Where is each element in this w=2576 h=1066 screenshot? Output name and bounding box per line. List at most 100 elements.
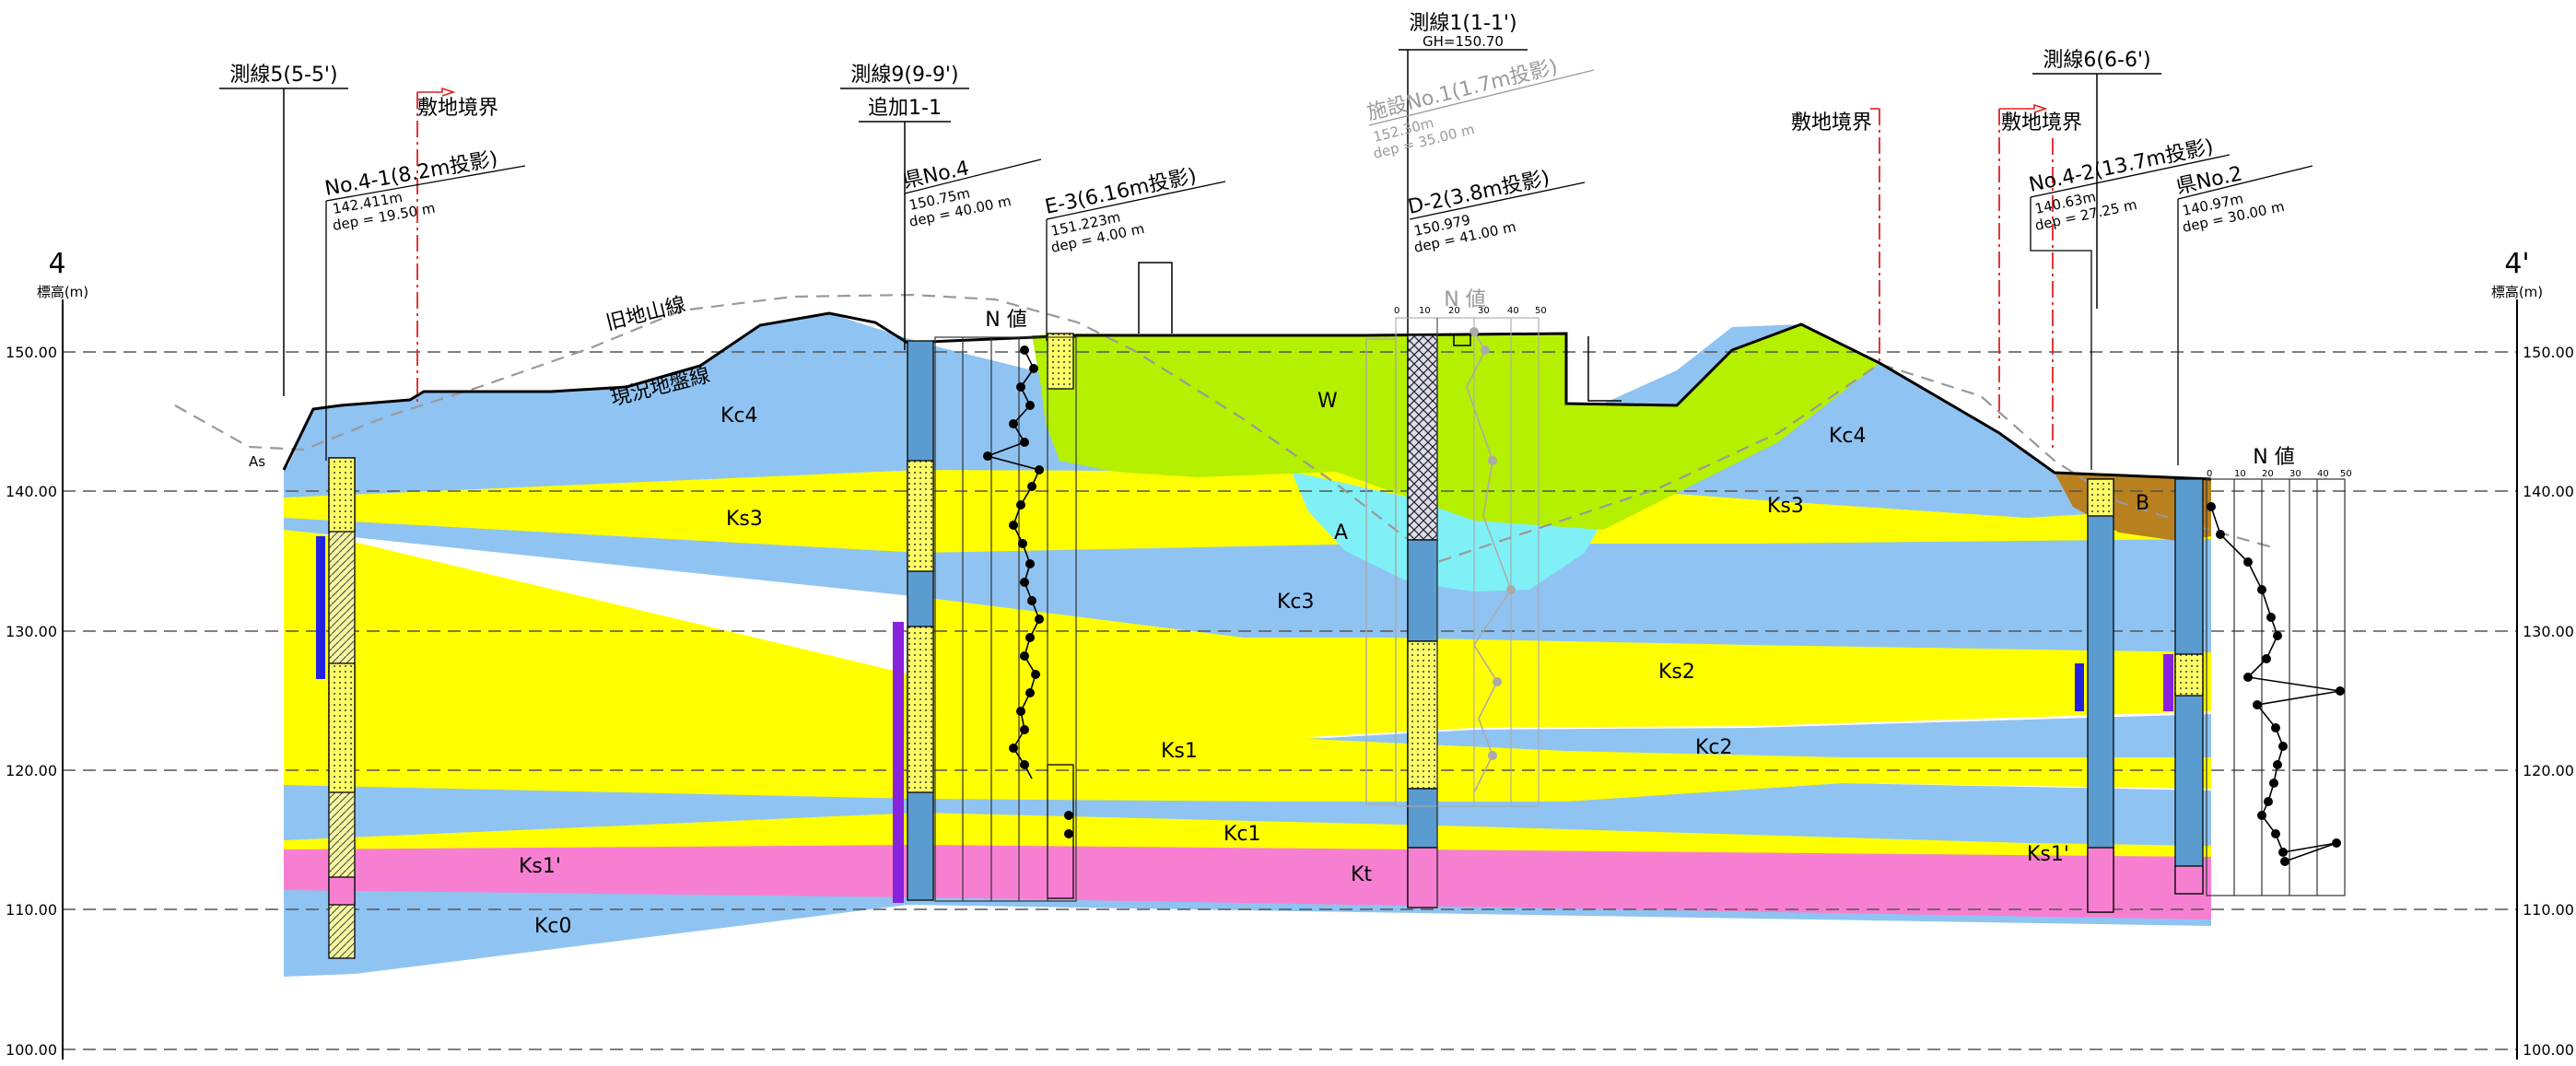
borehole-e3-label: E-3(6.16m投影) 151.223m dep = 4.00 m <box>1043 165 1226 341</box>
svg-text:施設No.1(1.7m投影): 施設No.1(1.7m投影) <box>1364 55 1560 125</box>
svg-text:30: 30 <box>1478 306 1490 316</box>
n-graph-d2: N 値 0 10 20 30 40 50 <box>1394 288 1547 908</box>
layer-kc1 <box>284 783 2211 846</box>
survey-line-5: 測線5(5-5') <box>219 64 348 396</box>
borehole-log-ken2 <box>2163 478 2204 895</box>
site-boundary-1: 敷地境界 <box>416 87 498 405</box>
layer-label-as: As <box>249 453 265 470</box>
svg-text:10: 10 <box>2234 469 2246 479</box>
layers <box>284 313 2211 977</box>
n-graph-ken4: N 値 <box>934 309 1077 902</box>
svg-text:50: 50 <box>1535 306 1547 316</box>
layer-kc3 <box>284 516 2211 652</box>
layer-label-kc4-left: Kc4 <box>720 404 758 428</box>
layer-label-ks2: Ks2 <box>1658 661 1695 684</box>
axis-title-left: 標高(m) <box>37 284 88 300</box>
tick-right-100: 100.00 <box>2523 1041 2574 1059</box>
layer-labels: W A B As Kc4 Kc4 Ks3 Ks3 Kc3 Ks2 Kc2 Ks1… <box>249 390 2149 938</box>
n-graph-ken2-title: N 値 <box>2253 446 2294 469</box>
tick-left-100: 100.00 <box>6 1041 57 1059</box>
survey-line-9-sub: 追加1-1 <box>868 97 942 120</box>
borehole-log-e3 <box>1047 333 1074 899</box>
layer-label-kc0: Kc0 <box>534 915 572 938</box>
svg-text:20: 20 <box>1448 306 1460 316</box>
layer-ks1p <box>284 811 2211 857</box>
n-graph-ken2: N 値 0 10 20 30 40 50 <box>2206 446 2352 896</box>
tick-right-110: 110.00 <box>2523 901 2574 919</box>
site-boundaries: 敷地境界 敷地境界 敷地境界 <box>416 87 2082 451</box>
tick-left-110: 110.00 <box>6 901 57 919</box>
layer-label-kc3: Kc3 <box>1277 591 1315 614</box>
tick-left-120: 120.00 <box>6 762 57 779</box>
borehole-d2-label: D-2(3.8m投影) 150.979 dep = 41.00 m <box>1406 167 1586 256</box>
layer-kt <box>284 843 2211 920</box>
svg-text:40: 40 <box>1507 306 1519 316</box>
layer-label-ks1p-right: Ks1' <box>2027 843 2069 866</box>
svg-text:20: 20 <box>2262 469 2274 479</box>
borehole-log-no41 <box>316 457 356 959</box>
borehole-log-ken4 <box>893 340 934 903</box>
survey-line-5-label: 測線5(5-5') <box>229 64 337 87</box>
layer-ks3 <box>284 468 2211 553</box>
svg-text:50: 50 <box>2340 469 2352 479</box>
layer-label-kc4-right: Kc4 <box>1829 425 1867 448</box>
tick-left-150: 150.00 <box>6 344 57 361</box>
svg-text:0: 0 <box>1394 306 1399 316</box>
site-boundary-2: 敷地境界 <box>1791 108 1880 364</box>
survey-line-9-label: 測線9(9-9') <box>850 64 958 87</box>
old-ground-label: 旧地山線 <box>603 293 687 335</box>
tick-right-140: 140.00 <box>2523 483 2574 500</box>
n-value-graphs: N 値 N 値 0 10 20 30 <box>934 288 2352 908</box>
svg-text:10: 10 <box>1419 306 1431 316</box>
site-boundary-3-label: 敷地境界 <box>2001 111 2082 135</box>
n-graph-ken4-title: N 値 <box>985 309 1026 332</box>
site-boundary-3: 敷地境界 <box>1998 103 2082 451</box>
svg-text:No.4-1(8.2m投影): No.4-1(8.2m投影) <box>323 147 500 201</box>
borehole-ken4-label: 県No.4 150.75m dep = 40.00 m <box>901 157 1042 230</box>
pit-structure <box>1453 334 1471 346</box>
layer-ks2 <box>921 594 2211 737</box>
svg-text:0: 0 <box>2207 469 2212 479</box>
borehole-log-d2 <box>1407 334 1438 908</box>
tick-right-130: 130.00 <box>2523 623 2574 640</box>
layer-w <box>1032 324 1879 530</box>
layer-label-ks1p-left: Ks1' <box>519 855 561 878</box>
elevation-grid <box>63 351 2517 1050</box>
borehole-ken2-label: 県No.2 140.97m dep = 30.00 m <box>2174 162 2313 465</box>
right-axis: 4' 標高(m) 150.00 140.00 130.00 120.00 110… <box>2491 248 2574 1060</box>
layer-label-kt: Kt <box>1351 863 1372 886</box>
tower-structure <box>1138 262 1173 334</box>
layer-label-b: B <box>2136 492 2149 515</box>
layer-kc2 <box>1308 714 2211 757</box>
site-boundary-2-label: 敷地境界 <box>1791 111 1872 135</box>
borehole-shisetsu1-label: 施設No.1(1.7m投影) 152.30m dep = 35.00 m <box>1364 55 1595 162</box>
svg-text:40: 40 <box>2317 469 2329 479</box>
survey-line-6-label: 測線6(6-6') <box>2043 49 2150 72</box>
left-axis: 4 標高(m) 150.00 140.00 130.00 120.00 110.… <box>6 248 88 1060</box>
layer-ks1 <box>284 525 2211 802</box>
layer-label-kc1: Kc1 <box>1224 823 1261 846</box>
old-ground-line <box>174 293 2277 564</box>
layer-label-ks3-left: Ks3 <box>726 508 763 531</box>
wall-structure <box>1587 336 1622 402</box>
tick-left-140: 140.00 <box>6 483 57 500</box>
layer-label-kc2: Kc2 <box>1695 736 1733 759</box>
survey-line-1-label: 測線1(1-1') <box>1409 12 1516 35</box>
structures <box>1138 262 1622 402</box>
section-end-right: 4' <box>2504 248 2529 280</box>
section-end-left: 4 <box>48 248 65 280</box>
svg-text:30: 30 <box>2289 469 2301 479</box>
n-graph-ken4-points <box>983 346 1073 838</box>
svg-text:D-2(3.8m投影): D-2(3.8m投影) <box>1406 167 1551 219</box>
layer-label-a: A <box>1334 521 1348 545</box>
survey-line-1-gh: GH=150.70 <box>1423 33 1504 50</box>
tick-right-150: 150.00 <box>2523 344 2574 361</box>
layer-label-w: W <box>1317 390 1338 413</box>
layer-a <box>1292 472 1603 592</box>
tick-right-120: 120.00 <box>2523 762 2574 779</box>
layer-label-ks1: Ks1 <box>1161 740 1198 763</box>
borehole-logs <box>316 333 2204 959</box>
tick-left-130: 130.00 <box>6 623 57 640</box>
survey-line-9: 測線9(9-9') 追加1-1 <box>840 64 969 350</box>
